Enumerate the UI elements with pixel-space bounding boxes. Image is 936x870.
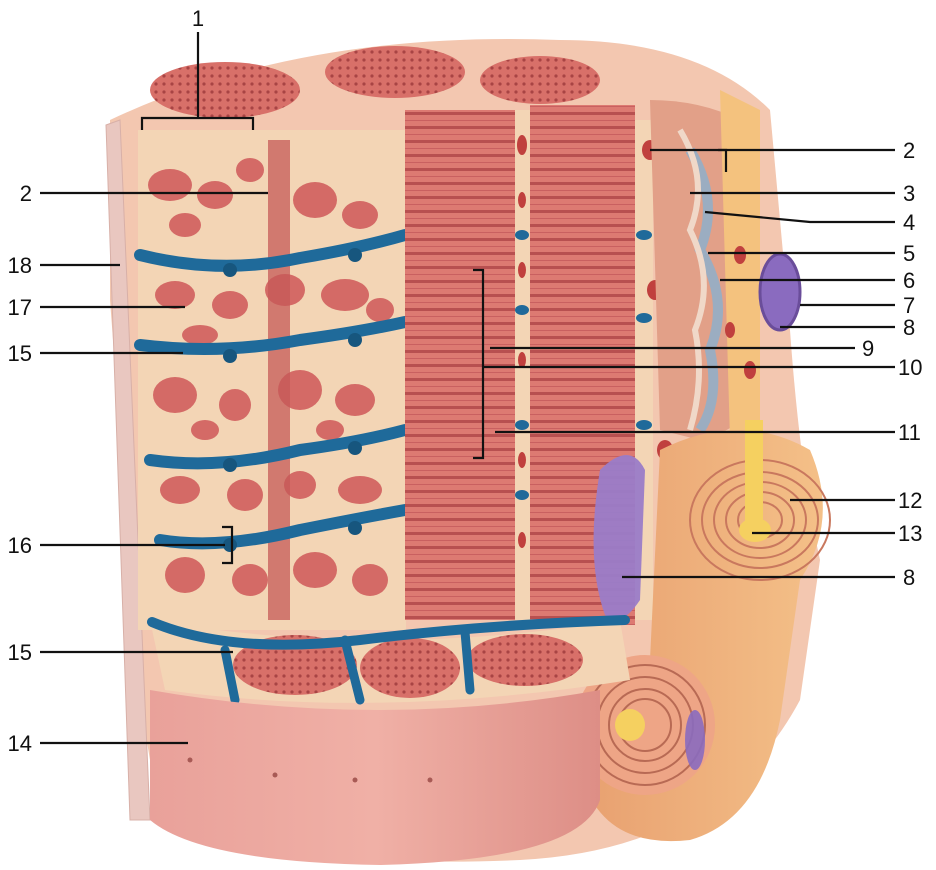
label-8-lower: 8	[903, 565, 915, 590]
label-11: 11	[898, 420, 921, 445]
myofibril-cross-section	[138, 130, 406, 630]
fiber-base	[150, 690, 600, 865]
label-5: 5	[903, 241, 915, 266]
label-10: 10	[898, 355, 922, 380]
label-6: 6	[903, 268, 915, 293]
nucleus-upper	[760, 254, 800, 330]
sarcolemma-right	[650, 90, 760, 440]
label-2-left: 2	[20, 181, 32, 206]
label-15-lower: 15	[8, 640, 32, 665]
label-4: 4	[903, 210, 915, 235]
muscle-fiber-illustration	[106, 39, 830, 865]
label-14: 14	[8, 731, 32, 756]
label-13: 13	[898, 521, 922, 546]
label-2-right: 2	[903, 138, 915, 163]
label-18: 18	[8, 253, 32, 278]
nucleus-lower	[594, 455, 645, 620]
label-1: 1	[192, 6, 204, 31]
label-16: 16	[8, 533, 32, 558]
label-12: 12	[898, 488, 922, 513]
label-3: 3	[903, 181, 915, 206]
label-17: 17	[8, 295, 32, 320]
label-15-upper: 15	[8, 341, 32, 366]
label-8-upper: 8	[903, 315, 915, 340]
label-9: 9	[862, 336, 874, 361]
